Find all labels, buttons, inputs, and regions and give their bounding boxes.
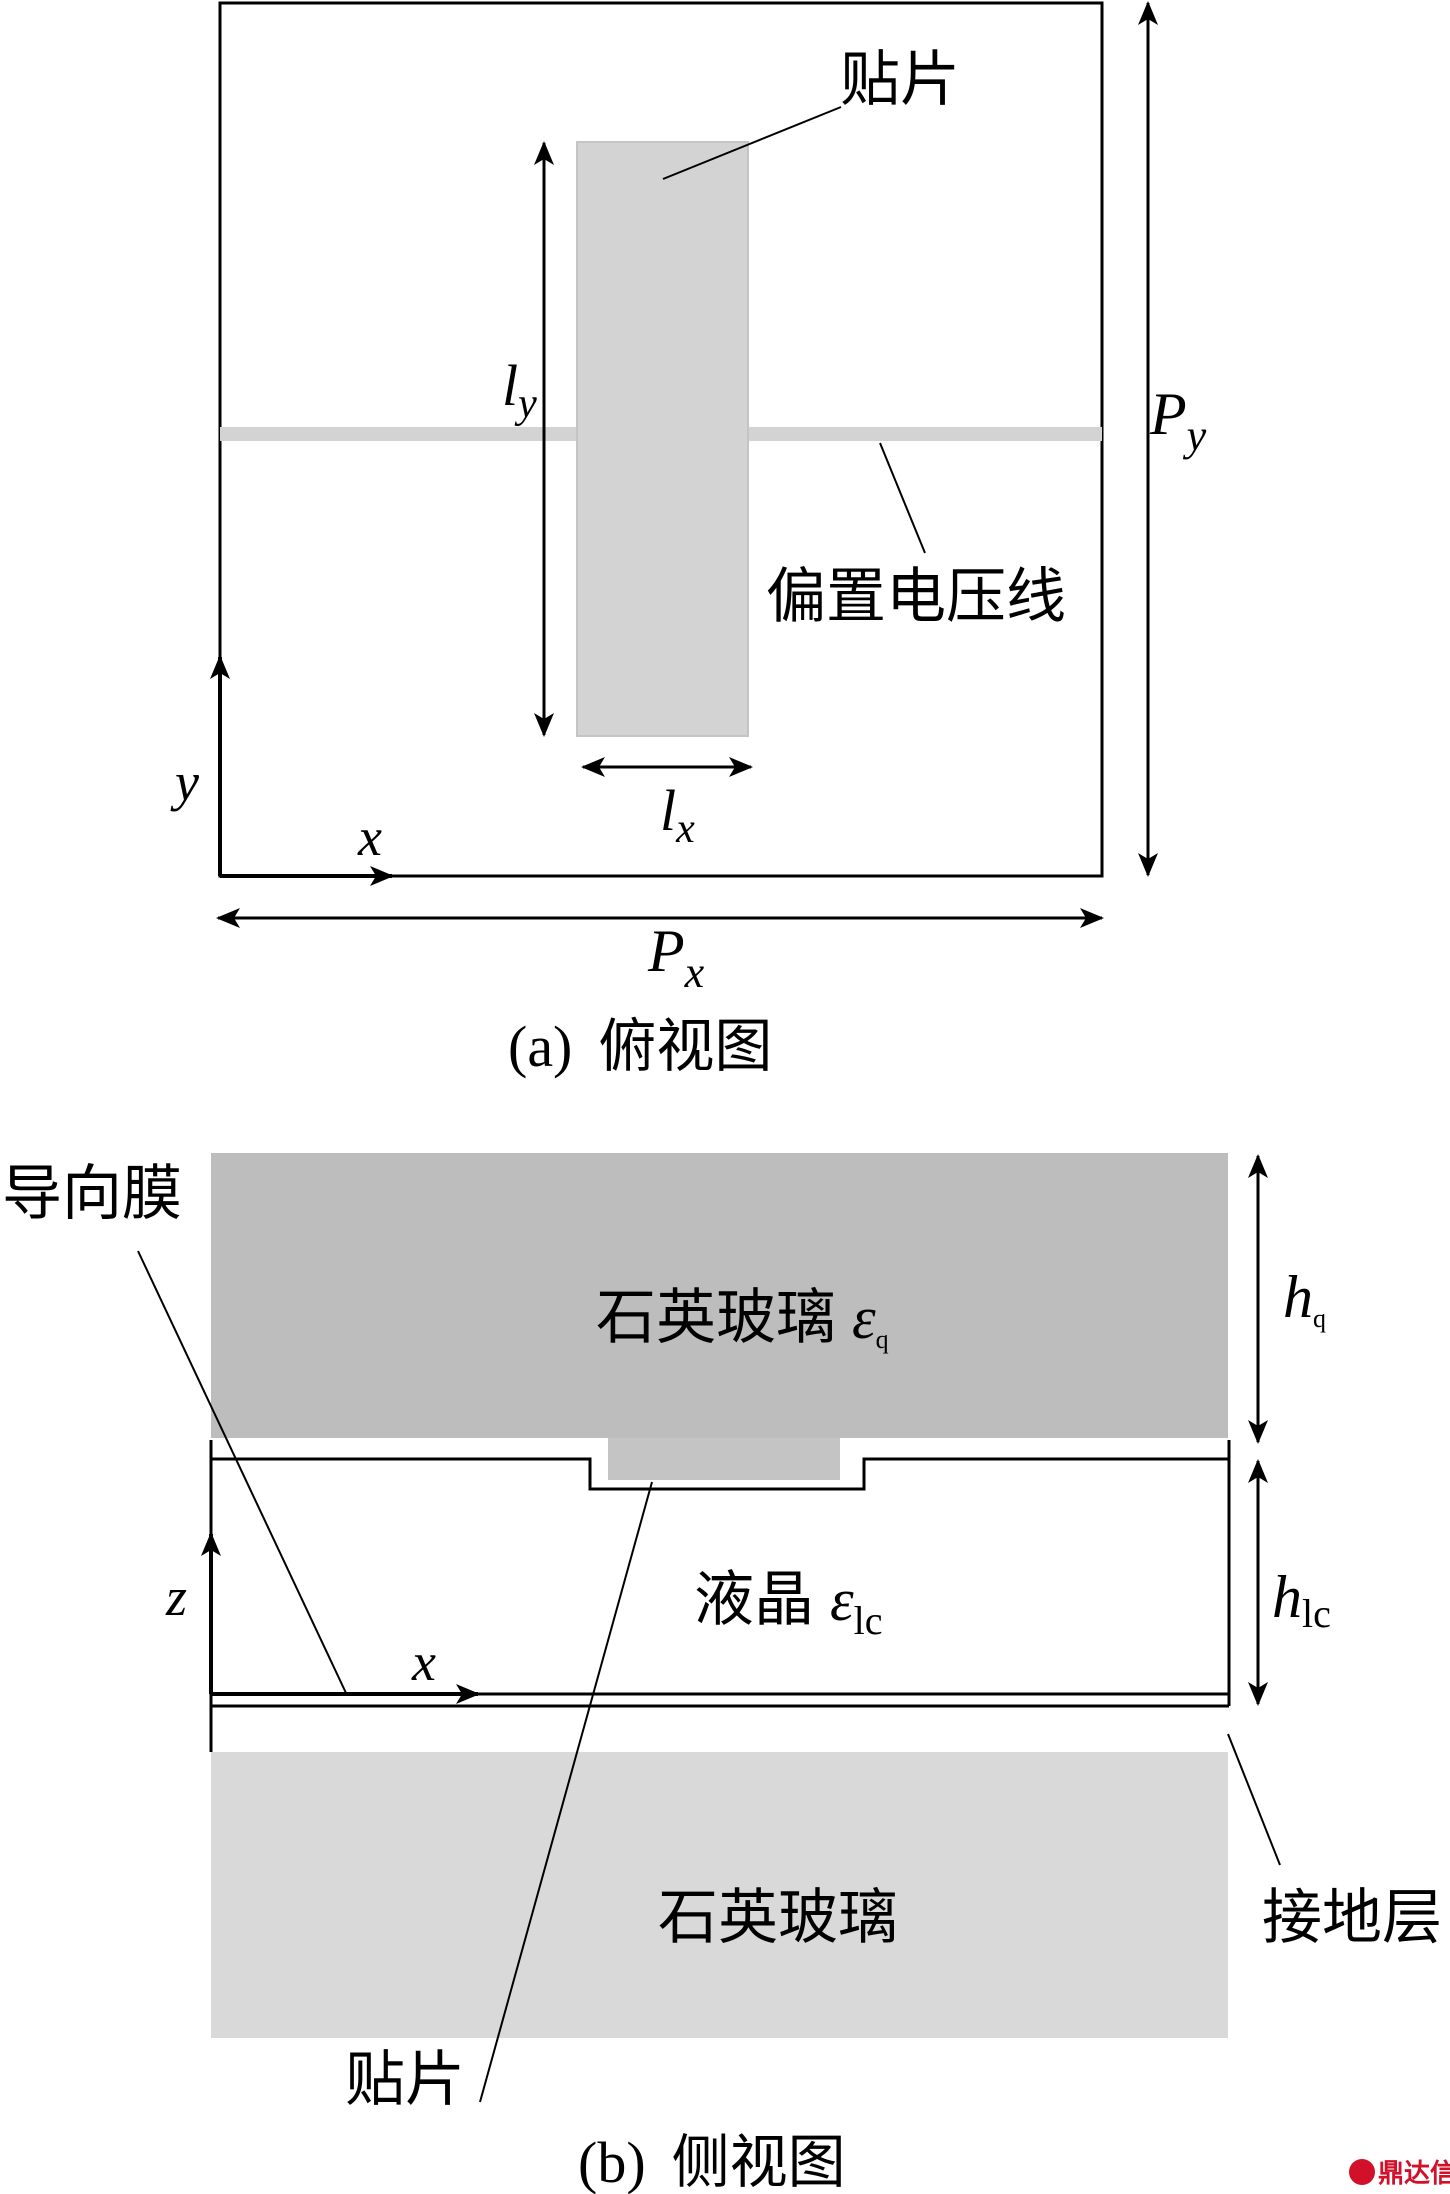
- x-axis-label: x: [357, 807, 382, 867]
- patch-side: [608, 1438, 840, 1480]
- patch-leader-line: [662, 106, 842, 180]
- watermark-logo-icon: [1349, 2159, 1375, 2185]
- alignment-film-leader-line: [137, 1250, 347, 1694]
- hlc-label: hlc: [1272, 1564, 1331, 1636]
- watermark: 鼎达信: [1349, 2159, 1450, 2189]
- patch-label: 贴片: [840, 45, 960, 115]
- patch: [576, 141, 749, 737]
- z-axis-label: z: [165, 1567, 187, 1627]
- bias-line-leader-line: [879, 442, 926, 554]
- lx-label: lx: [660, 778, 695, 852]
- px-label: Px: [647, 918, 705, 997]
- top-quartz-glass: [211, 1153, 1228, 1438]
- y-axis-label: y: [170, 752, 199, 812]
- py-label: Py: [1149, 381, 1207, 460]
- ground-layer-leader-line: [1227, 1733, 1281, 1866]
- caption-b: (b)侧视图: [578, 2128, 846, 2194]
- bias-line-label: 偏置电压线: [766, 562, 1066, 632]
- ground-layer-label: 接地层: [1262, 1883, 1442, 1953]
- bottom-quartz-glass: [211, 1752, 1228, 2038]
- side-patch-label: 贴片: [345, 2045, 465, 2115]
- alignment-film-label: 导向膜: [2, 1159, 182, 1229]
- side-patch-leader-line: [479, 1481, 653, 2103]
- watermark-text: 鼎达信: [1378, 2159, 1450, 2189]
- bottom-quartz-label: 石英玻璃: [658, 1883, 898, 1953]
- liquid-crystal-layer-outline: [211, 1457, 1229, 1491]
- hq-label: hq: [1283, 1264, 1326, 1333]
- side-x-axis-label: x: [411, 1632, 436, 1692]
- caption-a: (a)俯视图: [508, 1012, 772, 1080]
- top-view: 贴片 偏置电压线 ly lx Py Px x y (a)俯视图: [170, 1, 1207, 1080]
- ly-label: ly: [502, 353, 537, 427]
